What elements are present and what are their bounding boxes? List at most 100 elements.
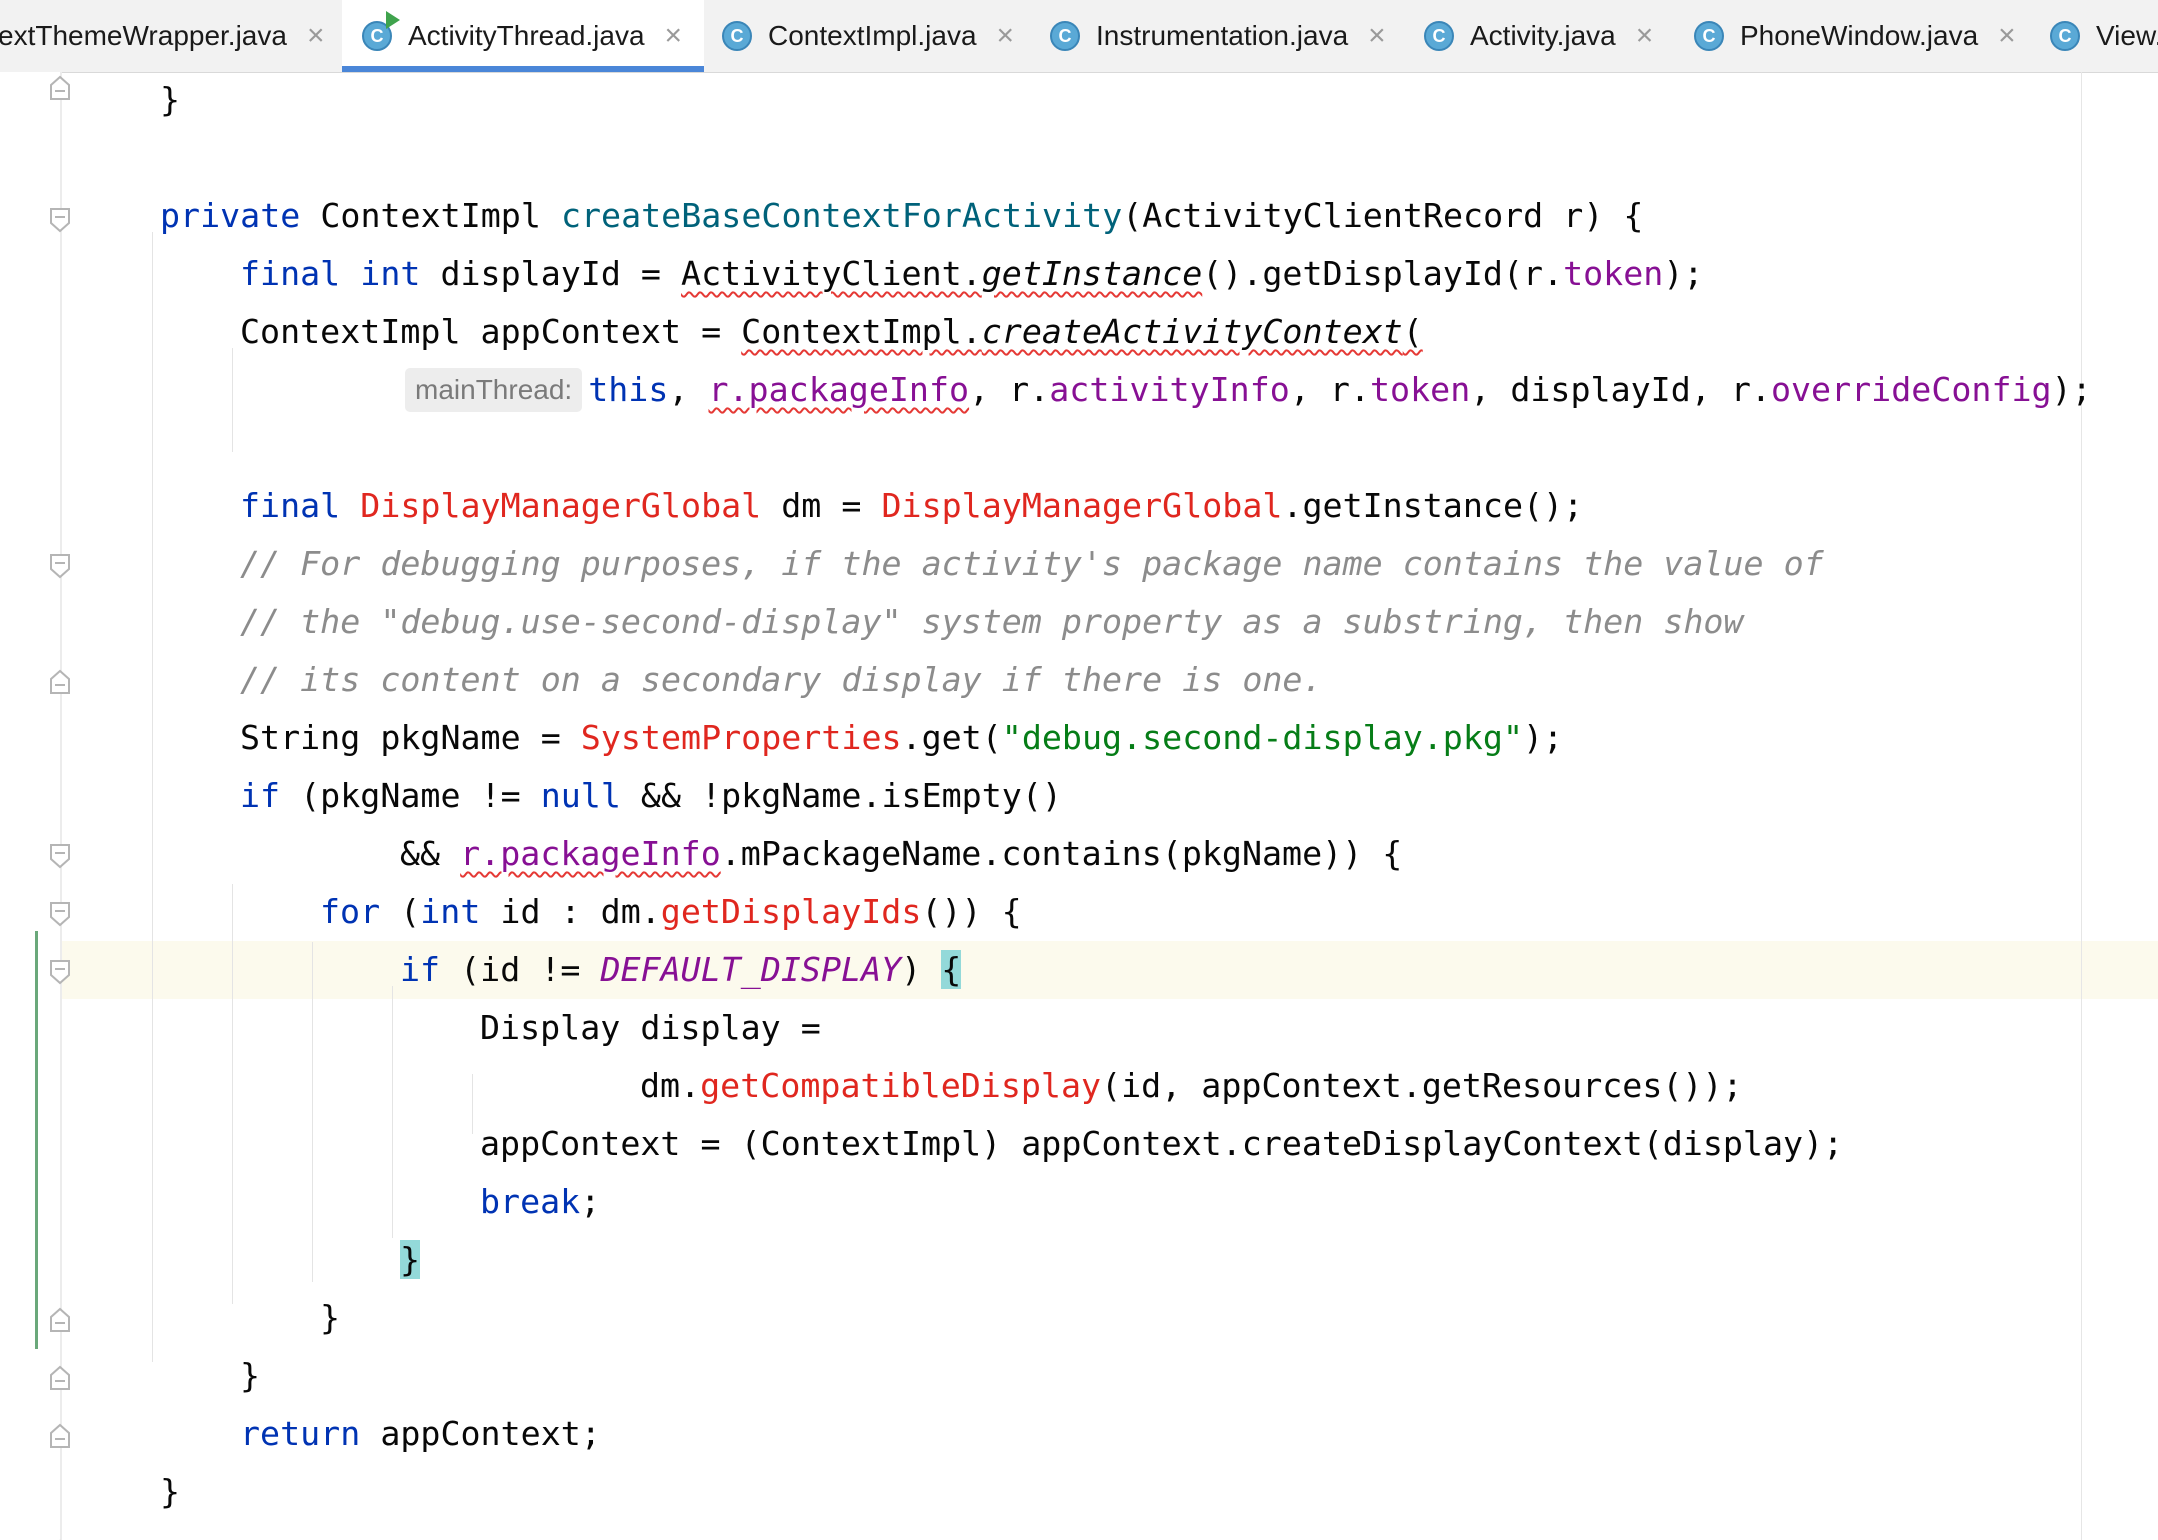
code-token: return bbox=[240, 1414, 361, 1453]
code-comment[interactable]: // its content on a secondary display if… bbox=[0, 651, 2158, 709]
code-token: dm = bbox=[761, 486, 882, 525]
fold-end-icon[interactable] bbox=[49, 75, 71, 101]
fold-end-icon[interactable] bbox=[49, 1423, 71, 1449]
parameter-hint[interactable]: mainThread: bbox=[405, 368, 583, 412]
code-line[interactable]: } bbox=[0, 1289, 2158, 1347]
code-token: final bbox=[240, 254, 341, 293]
code-token: int bbox=[360, 254, 421, 293]
fold-start-icon[interactable] bbox=[49, 553, 71, 579]
code-token: r.packageInfo bbox=[460, 834, 721, 873]
code-comment[interactable]: // For debugging purposes, if the activi… bbox=[0, 535, 2158, 593]
code-line[interactable]: for (int id : dm.getDisplayIds()) { bbox=[0, 883, 2158, 941]
class-icon: C bbox=[1694, 21, 1724, 51]
code-token: , r. bbox=[969, 370, 1050, 409]
code-token bbox=[340, 486, 360, 525]
code-line[interactable]: dm.getCompatibleDisplay(id, appContext.g… bbox=[0, 1057, 2158, 1115]
tab-instrumentation[interactable]: C Instrumentation.java × bbox=[1050, 0, 1390, 72]
code-token: dm. bbox=[640, 1066, 701, 1105]
code-line[interactable]: } bbox=[0, 1347, 2158, 1405]
code-token: ContextImpl. bbox=[741, 312, 982, 351]
code-line[interactable]: } bbox=[0, 1231, 2158, 1289]
close-icon[interactable]: × bbox=[996, 19, 1015, 52]
tab-label: PhoneWindow.java bbox=[1740, 20, 1979, 51]
code-token: .mPackageName.contains(pkgName)) { bbox=[720, 834, 1403, 873]
code-line[interactable]: private ContextImpl createBaseContextFor… bbox=[0, 187, 2158, 245]
code-token: overrideConfig bbox=[1770, 370, 2052, 409]
editor-gutter[interactable] bbox=[0, 72, 60, 1540]
code-editor[interactable]: } private ContextImpl createBaseContextF… bbox=[0, 72, 2158, 1540]
tab-label: Instrumentation.java bbox=[1096, 20, 1349, 51]
close-icon[interactable]: × bbox=[306, 19, 325, 52]
tab-label: View. bbox=[2096, 20, 2158, 51]
code-token: getInstance bbox=[981, 254, 1203, 293]
tab-context-theme-wrapper[interactable]: extThemeWrapper.java × bbox=[0, 0, 340, 72]
code-token: ) bbox=[901, 950, 942, 989]
code-line[interactable]: && r.packageInfo.mPackageName.contains(p… bbox=[0, 825, 2158, 883]
code-line[interactable]: } bbox=[0, 1463, 2158, 1521]
code-token: if bbox=[400, 950, 441, 989]
fold-end-icon[interactable] bbox=[49, 1307, 71, 1333]
close-icon[interactable]: × bbox=[1635, 19, 1654, 52]
code-token: ().getDisplayId(r. bbox=[1202, 254, 1564, 293]
code-token: , bbox=[668, 370, 709, 409]
close-icon[interactable]: × bbox=[1998, 19, 2016, 52]
class-run-icon: C bbox=[362, 11, 400, 51]
tab-view[interactable]: C View. bbox=[2050, 0, 2158, 72]
tab-label: extThemeWrapper.java bbox=[0, 20, 287, 51]
code-token: final bbox=[240, 486, 341, 525]
code-token: this bbox=[588, 370, 669, 409]
comment-text: // the "debug.use-second-display" system… bbox=[240, 602, 1744, 641]
code-token: ()) { bbox=[921, 892, 1022, 931]
fold-end-icon[interactable] bbox=[49, 1365, 71, 1391]
code-token: (id != bbox=[440, 950, 601, 989]
code-token: ; bbox=[580, 1182, 601, 1221]
fold-start-icon[interactable] bbox=[49, 959, 71, 985]
code-token: null bbox=[540, 776, 621, 815]
code-line-current[interactable]: if (id != DEFAULT_DISPLAY) { bbox=[0, 941, 2158, 999]
indent-guide bbox=[472, 1074, 473, 1134]
code-token: token bbox=[1370, 370, 1471, 409]
code-token: ( bbox=[380, 892, 421, 931]
code-text-area[interactable]: } private ContextImpl createBaseContextF… bbox=[0, 72, 2158, 1540]
tab-context-impl[interactable]: C ContextImpl.java × bbox=[722, 0, 1018, 72]
code-line[interactable]: String pkgName = SystemProperties.get("d… bbox=[0, 709, 2158, 767]
fold-end-icon[interactable] bbox=[49, 669, 71, 695]
constant-token: DEFAULT_DISPLAY bbox=[600, 950, 902, 989]
class-icon: C bbox=[722, 21, 752, 51]
code-token: int bbox=[420, 892, 481, 931]
indent-guide bbox=[232, 348, 233, 452]
code-line[interactable]: Display display = bbox=[0, 999, 2158, 1057]
code-token: .get( bbox=[901, 718, 1002, 757]
code-token: for bbox=[320, 892, 381, 931]
code-token: .getInstance(); bbox=[1282, 486, 1584, 525]
fold-start-icon[interactable] bbox=[49, 843, 71, 869]
code-token: DisplayManagerGlobal bbox=[360, 486, 762, 525]
code-token: displayId = bbox=[420, 254, 682, 293]
code-token bbox=[340, 254, 360, 293]
tab-activity-thread[interactable]: C ActivityThread.java × bbox=[342, 0, 704, 72]
code-line[interactable]: final DisplayManagerGlobal dm = DisplayM… bbox=[0, 477, 2158, 535]
code-comment[interactable]: // the "debug.use-second-display" system… bbox=[0, 593, 2158, 651]
tab-activity[interactable]: C Activity.java × bbox=[1424, 0, 1657, 72]
vcs-change-marker[interactable] bbox=[35, 931, 38, 1349]
tab-phone-window[interactable]: C PhoneWindow.java × bbox=[1694, 0, 2020, 72]
code-token: if bbox=[240, 776, 281, 815]
string-literal: "debug.second-display.pkg" bbox=[1001, 718, 1523, 757]
code-line[interactable]: break; bbox=[0, 1173, 2158, 1231]
code-line[interactable]: mainThread:this, r.packageInfo, r.activi… bbox=[0, 361, 2158, 419]
code-token: break bbox=[480, 1182, 581, 1221]
code-line[interactable]: if (pkgName != null && !pkgName.isEmpty(… bbox=[0, 767, 2158, 825]
code-token: activityInfo bbox=[1049, 370, 1290, 409]
code-line[interactable]: final int displayId = ActivityClient.get… bbox=[0, 245, 2158, 303]
code-token: DisplayManagerGlobal bbox=[881, 486, 1283, 525]
close-icon[interactable]: × bbox=[1368, 19, 1386, 52]
fold-start-icon[interactable] bbox=[49, 901, 71, 927]
code-line[interactable]: return appContext; bbox=[0, 1405, 2158, 1463]
code-line[interactable]: } bbox=[0, 72, 2158, 129]
code-token: String pkgName = bbox=[240, 718, 581, 757]
code-line[interactable]: appContext = (ContextImpl) appContext.cr… bbox=[0, 1115, 2158, 1173]
fold-start-icon[interactable] bbox=[49, 207, 71, 233]
close-icon[interactable]: × bbox=[664, 19, 683, 52]
code-line[interactable]: ContextImpl appContext = ContextImpl.cre… bbox=[0, 303, 2158, 361]
code-token: } bbox=[240, 1356, 261, 1395]
